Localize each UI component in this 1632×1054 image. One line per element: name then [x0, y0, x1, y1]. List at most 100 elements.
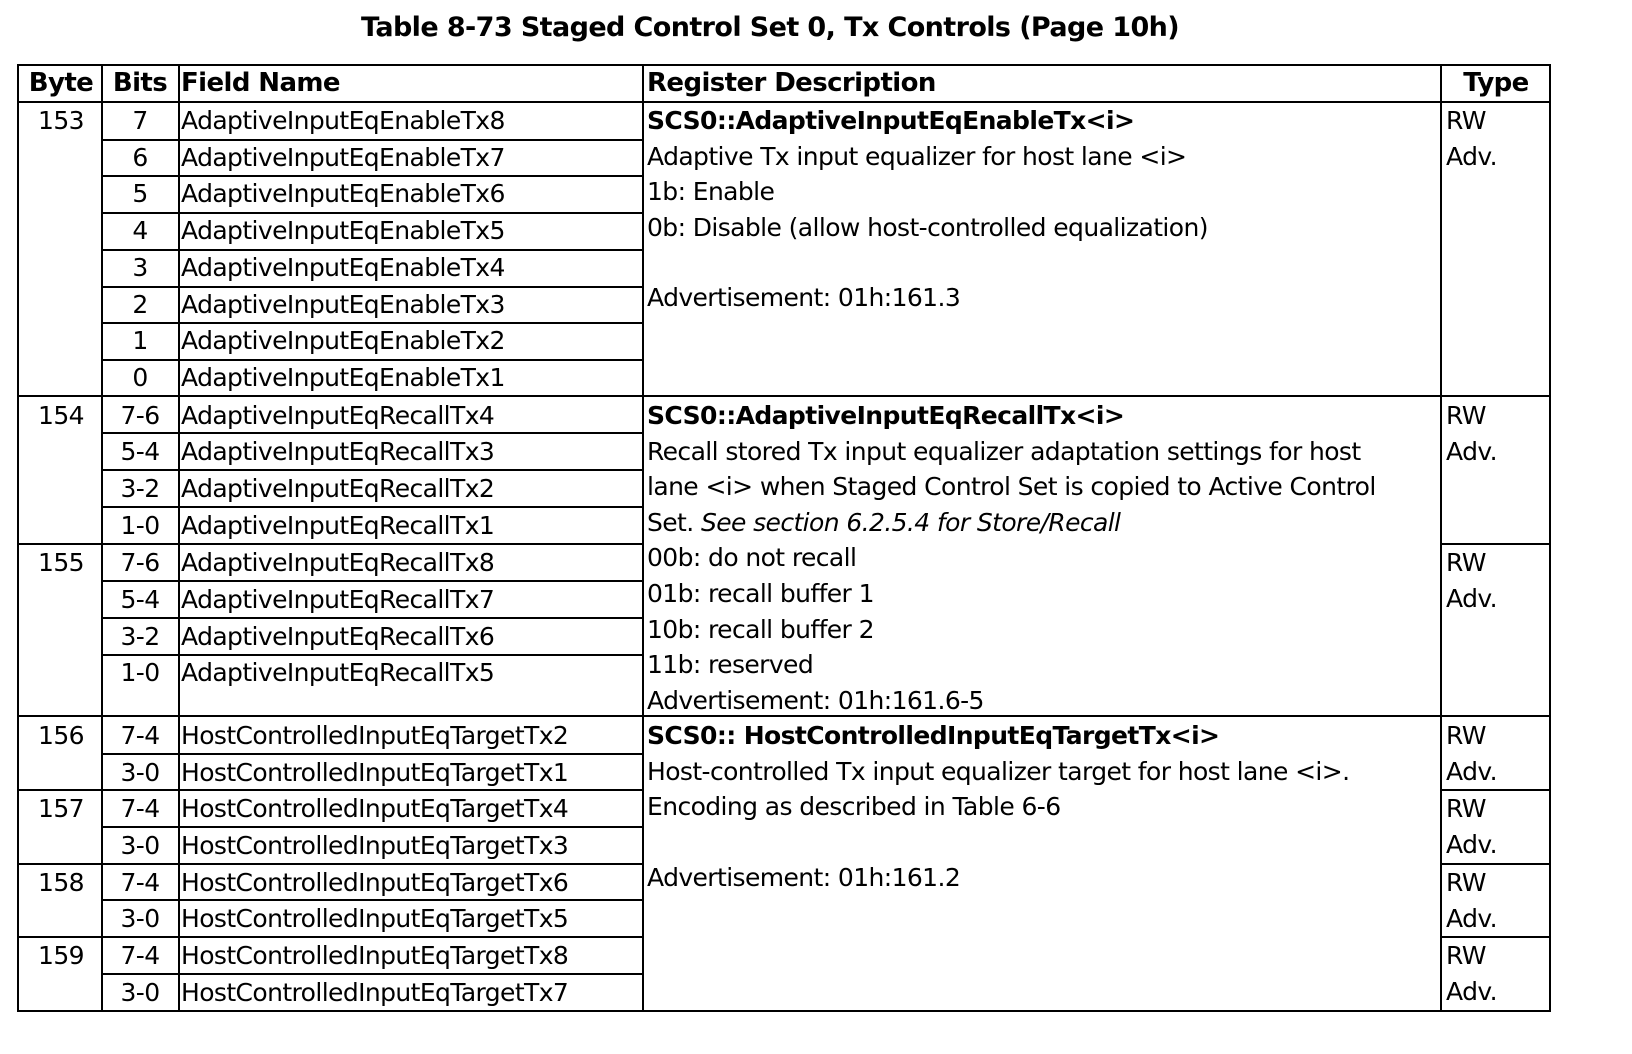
- header-register-description: Register Description: [647, 68, 936, 98]
- type-rw: RW: [1446, 548, 1486, 577]
- type-adv: Adv.: [1446, 757, 1498, 786]
- table-border: [1440, 936, 1551, 938]
- bits-cell: 3-0: [120, 831, 160, 860]
- type-rw: RW: [1446, 941, 1486, 970]
- advertisement: Advertisement: 01h:161.6-5: [647, 685, 984, 715]
- advertisement: Advertisement: 01h:161.2: [647, 862, 961, 892]
- description-text: Recall stored Tx input equalizer adaptat…: [647, 436, 1361, 466]
- type-adv: Adv.: [1446, 142, 1498, 171]
- field-name-cell: AdaptiveInputEqRecallTx2: [181, 474, 495, 503]
- type-adv: Adv.: [1446, 977, 1498, 1006]
- header-bits: Bits: [112, 68, 168, 98]
- table-border: [101, 899, 643, 901]
- bits-cell: 3-0: [120, 978, 160, 1007]
- encoding-01b: 01b: recall buffer 1: [647, 578, 875, 608]
- type-rw: RW: [1446, 721, 1486, 750]
- type-rw: RW: [1446, 794, 1486, 823]
- table-title: Table 8-73 Staged Control Set 0, Tx Cont…: [361, 12, 1180, 43]
- bits-cell: 2: [132, 290, 148, 319]
- field-name-cell: AdaptiveInputEqEnableTx1: [181, 363, 505, 392]
- table-border: [101, 753, 643, 755]
- description-text: Adaptive Tx input equalizer for host lan…: [647, 141, 1187, 171]
- field-name-cell: AdaptiveInputEqRecallTx8: [181, 548, 495, 577]
- type-adv: Adv.: [1446, 904, 1498, 933]
- table-border: [101, 826, 643, 828]
- field-name-cell: HostControlledInputEqTargetTx6: [181, 868, 569, 897]
- bits-cell: 5-4: [120, 437, 160, 466]
- field-name-cell: HostControlledInputEqTargetTx7: [181, 978, 569, 1007]
- table-border: [101, 469, 643, 471]
- bits-cell: 4: [132, 216, 148, 245]
- field-name-cell: HostControlledInputEqTargetTx1: [181, 758, 569, 787]
- table-border: [101, 432, 643, 434]
- table-border: [17, 395, 1551, 397]
- field-name-cell: AdaptiveInputEqEnableTx6: [181, 179, 505, 208]
- bits-cell: 3: [132, 253, 148, 282]
- bits-cell: 0: [132, 363, 148, 392]
- description-text: Set.: [647, 507, 701, 537]
- register-name: SCS0::AdaptiveInputEqRecallTx<i>: [647, 401, 1125, 430]
- byte-cell: 155: [38, 548, 85, 577]
- byte-cell: 154: [38, 401, 85, 430]
- field-name-cell: AdaptiveInputEqEnableTx4: [181, 253, 505, 282]
- section-reference: See section 6.2.5.4 for Store/Recall: [700, 507, 1121, 537]
- table-border: [178, 64, 180, 1012]
- table-border: [101, 64, 103, 1012]
- bits-cell: 1: [132, 326, 148, 355]
- description-text: Encoding as described in Table 6-6: [647, 792, 1061, 822]
- table-border: [101, 286, 643, 288]
- bits-cell: 7: [132, 106, 148, 135]
- table-border: [17, 789, 643, 791]
- table-border: [17, 863, 643, 865]
- field-name-cell: AdaptiveInputEqRecallTx4: [181, 401, 495, 430]
- table-border: [1549, 64, 1551, 1012]
- bits-cell: 5: [132, 179, 148, 208]
- field-name-cell: AdaptiveInputEqEnableTx5: [181, 216, 505, 245]
- field-name-cell: HostControlledInputEqTargetTx3: [181, 831, 569, 860]
- table-border: [101, 506, 643, 508]
- table-border: [101, 175, 643, 177]
- register-name: SCS0:: HostControlledInputEqTargetTx<i>: [647, 721, 1220, 750]
- encoding-enable: 1b: Enable: [647, 177, 775, 207]
- type-rw: RW: [1446, 868, 1486, 897]
- table-border: [17, 715, 1551, 717]
- table-border: [101, 212, 643, 214]
- type-rw: RW: [1446, 106, 1486, 135]
- table-border: [101, 359, 643, 361]
- byte-cell: 153: [38, 106, 85, 135]
- field-name-cell: AdaptiveInputEqEnableTx8: [181, 106, 505, 135]
- table-border: [101, 249, 643, 251]
- bits-cell: 3-0: [120, 904, 160, 933]
- field-name-cell: HostControlledInputEqTargetTx2: [181, 721, 569, 750]
- type-adv: Adv.: [1446, 584, 1498, 613]
- description-text: Host-controlled Tx input equalizer targe…: [647, 756, 1350, 786]
- encoding-00b: 00b: do not recall: [647, 543, 857, 573]
- field-name-cell: AdaptiveInputEqRecallTx6: [181, 622, 495, 651]
- table-border: [1440, 64, 1442, 1012]
- bits-cell: 5-4: [120, 585, 160, 614]
- field-name-cell: HostControlledInputEqTargetTx4: [181, 794, 569, 823]
- bits-cell: 7-6: [120, 401, 160, 430]
- table-border: [17, 64, 1551, 66]
- field-name-cell: AdaptiveInputEqEnableTx3: [181, 290, 505, 319]
- bits-cell: 7-4: [120, 721, 160, 750]
- header-type: Type: [1463, 68, 1529, 98]
- field-name-cell: AdaptiveInputEqRecallTx7: [181, 585, 495, 614]
- table-border: [17, 543, 643, 545]
- table-border: [1440, 789, 1551, 791]
- header-field-name: Field Name: [181, 68, 341, 98]
- description-text: lane <i> when Staged Control Set is copi…: [647, 472, 1376, 502]
- field-name-cell: AdaptiveInputEqRecallTx5: [181, 658, 495, 687]
- type-adv: Adv.: [1446, 830, 1498, 859]
- bits-cell: 3-2: [120, 474, 160, 503]
- byte-cell: 156: [38, 721, 85, 750]
- bits-cell: 7-4: [120, 868, 160, 897]
- type-adv: Adv.: [1446, 437, 1498, 466]
- type-rw: RW: [1446, 401, 1486, 430]
- bits-cell: 7-4: [120, 941, 160, 970]
- table-border: [1440, 543, 1551, 545]
- description-recall: SCS0::AdaptiveInputEqRecallTx<i> Recall …: [643, 398, 1438, 718]
- bits-cell: 3-0: [120, 758, 160, 787]
- encoding-10b: 10b: recall buffer 2: [647, 614, 875, 644]
- table-border: [17, 1010, 1551, 1012]
